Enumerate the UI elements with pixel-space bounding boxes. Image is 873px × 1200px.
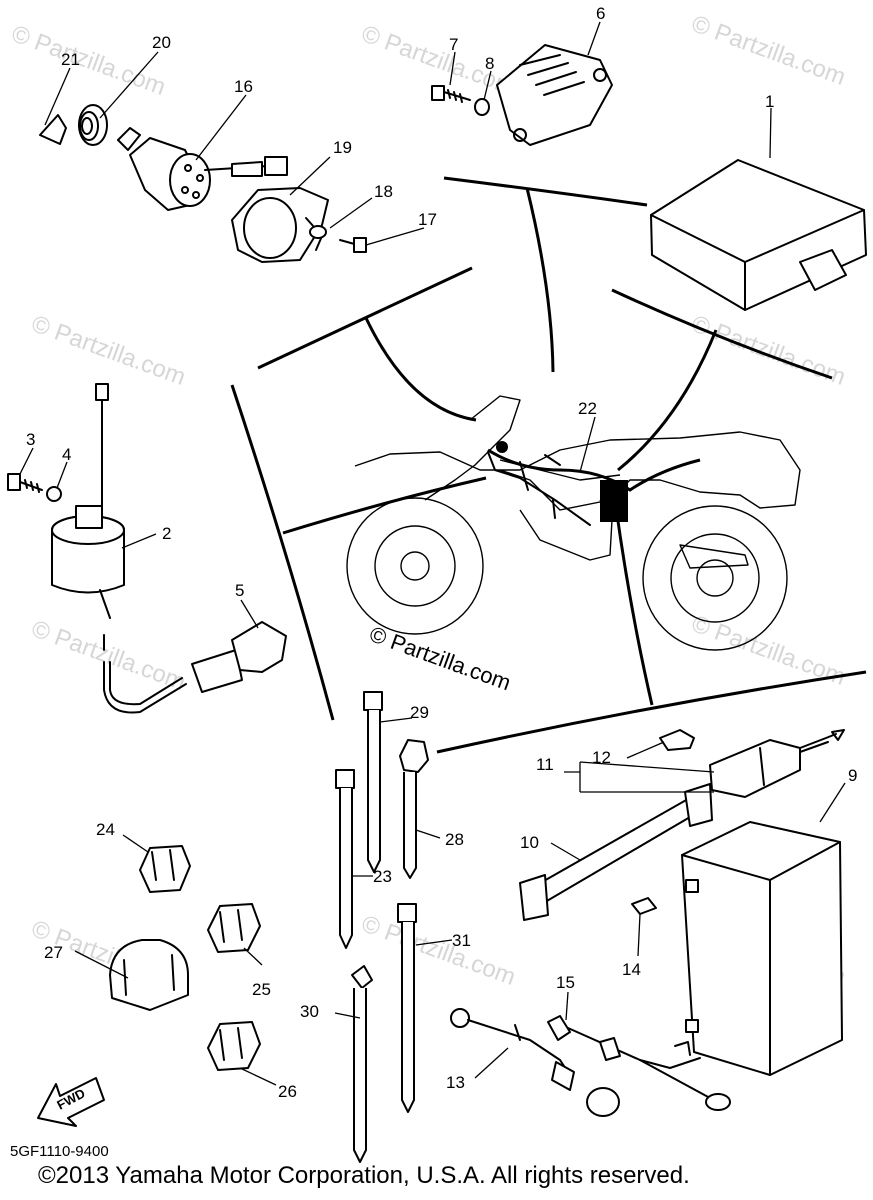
motorcycle-overview <box>346 395 801 651</box>
part-14-connector <box>631 897 657 915</box>
callout-13: 13 <box>446 1073 465 1092</box>
callout-5: 5 <box>235 581 244 600</box>
watermark: © Partzilla.com <box>688 310 849 391</box>
part-18-washer <box>309 225 327 239</box>
callout-22: 22 <box>578 399 597 418</box>
callout-26: 26 <box>278 1082 297 1101</box>
callout-29: 29 <box>410 703 429 722</box>
part-7-bolt <box>431 85 471 103</box>
callout-10: 10 <box>520 833 539 852</box>
callout-2: 2 <box>162 524 171 543</box>
part-15-positive-lead <box>547 1015 731 1111</box>
leader-lines <box>19 21 846 1086</box>
part-30-cable-tie <box>351 965 373 1163</box>
callout-11: 11 <box>536 755 554 774</box>
watermark: © Partzilla.com <box>688 10 849 91</box>
callout-15: 15 <box>556 973 575 992</box>
watermark: © Partzilla.com <box>28 310 189 391</box>
callout-6: 6 <box>596 4 605 23</box>
callout-23: 23 <box>373 867 392 886</box>
part-26-clamp <box>207 1021 261 1071</box>
callout-17: 17 <box>418 210 437 229</box>
callout-20: 20 <box>152 33 171 52</box>
part-2-ignition-coil <box>51 383 187 714</box>
part-13-negative-lead <box>450 1008 620 1117</box>
center-credit: © Partzilla.com <box>366 621 514 695</box>
watermark: © Partzilla.com <box>358 910 519 991</box>
part-27-clamp <box>109 939 189 1011</box>
part-8-washer <box>474 98 490 116</box>
part-17-bolt <box>339 237 367 253</box>
part-10-battery-band <box>519 783 713 921</box>
callout-7: 7 <box>449 35 458 54</box>
part-22-wire-harness <box>487 441 701 526</box>
callout-8: 8 <box>485 54 494 73</box>
callout-24: 24 <box>96 820 115 839</box>
callout-4: 4 <box>62 445 71 464</box>
part-25-clamp <box>207 903 261 953</box>
callout-1: 1 <box>765 92 774 111</box>
callout-labels: 1 2 3 4 5 6 7 8 9 10 11 12 13 14 15 16 1… <box>26 4 857 1101</box>
part-24-clamp <box>139 845 191 893</box>
callout-21: 21 <box>61 50 80 69</box>
watermark: © Partzilla.com <box>28 615 189 696</box>
callout-28: 28 <box>445 830 464 849</box>
part-16-main-switch <box>117 127 288 211</box>
callout-19: 19 <box>333 138 352 157</box>
reference-code: 5GF1110-9400 <box>10 1143 109 1160</box>
part-3-bolt <box>7 473 43 493</box>
callout-31: 31 <box>452 931 471 950</box>
callout-18: 18 <box>374 182 393 201</box>
part-11-fuse-holder <box>709 729 845 798</box>
callout-27: 27 <box>44 943 63 962</box>
callout-9: 9 <box>848 766 857 785</box>
part-6-rectifier-regulator <box>496 44 613 146</box>
part-23-cable-tie <box>335 769 355 949</box>
copyright-notice: ©2013 Yamaha Motor Corporation, U.S.A. A… <box>38 1162 690 1189</box>
part-5-spark-plug-cap <box>191 621 287 693</box>
part-19-switch-cover <box>231 187 329 263</box>
part-20-grommet <box>78 104 108 146</box>
section-dividers <box>230 176 867 754</box>
part-12-fuse <box>659 729 695 751</box>
part-4-washer <box>46 486 62 502</box>
callout-25: 25 <box>252 980 271 999</box>
part-1-cdi-unit <box>650 159 867 311</box>
fwd-arrow-icon: FWD <box>37 1077 105 1127</box>
callout-16: 16 <box>234 77 253 96</box>
part-31-cable-tie <box>397 903 417 1113</box>
callout-14: 14 <box>622 960 641 979</box>
callout-12: 12 <box>592 748 611 767</box>
part-29-cable-tie <box>363 691 383 873</box>
part-9-battery <box>681 821 843 1076</box>
watermark: © Partzilla.com <box>8 20 169 101</box>
callout-30: 30 <box>300 1002 319 1021</box>
part-21-cap <box>39 114 67 145</box>
callout-3: 3 <box>26 430 35 449</box>
part-28-cable-tie-clamp <box>399 739 429 879</box>
